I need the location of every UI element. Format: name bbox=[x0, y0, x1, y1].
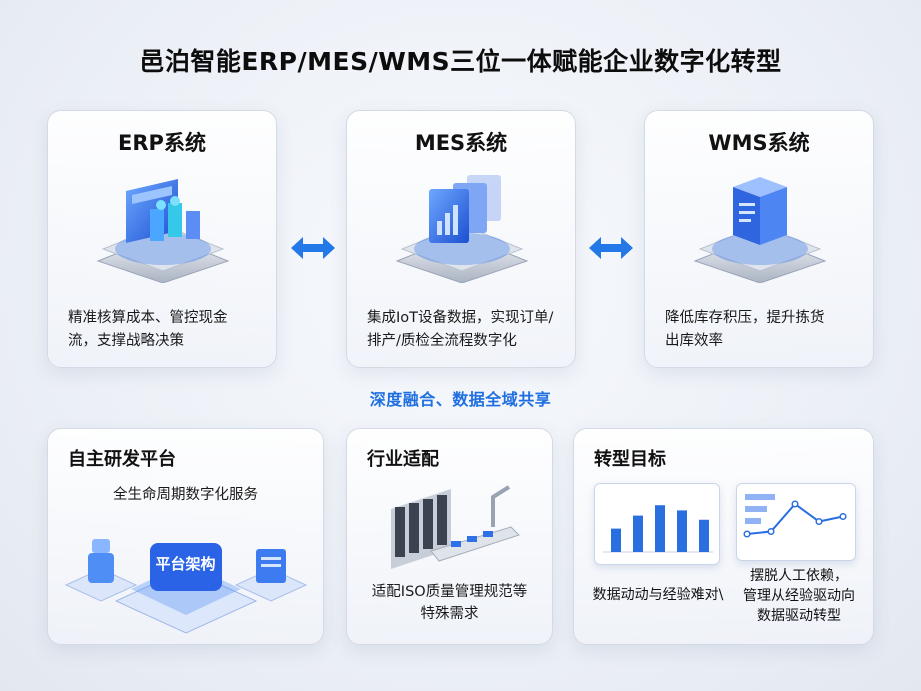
line-point bbox=[791, 500, 799, 508]
goal-card-title: 转型目标 bbox=[594, 449, 666, 470]
erp-desc-line2: 流，支撑战略决策 bbox=[68, 333, 184, 349]
wms-card: WMS系统 降低库存积压，提升拣货 出库效率 bbox=[644, 110, 874, 368]
page-title: 邑泊智能ERP/MES/WMS三位一体赋能企业数字化转型 bbox=[139, 47, 782, 76]
line-point bbox=[815, 517, 823, 526]
bar-mark bbox=[699, 519, 709, 552]
legend-bar-mark bbox=[745, 494, 775, 500]
goal-right-line2: 管理从经验驱动向 bbox=[743, 588, 855, 604]
industry-desc: 适配ISO质量管理规范等 特殊需求 bbox=[347, 581, 552, 625]
line-chart-card bbox=[736, 483, 856, 561]
bar-mark bbox=[655, 505, 665, 552]
industry-desc-line1: 适配ISO质量管理规范等 bbox=[371, 584, 528, 600]
goal-right-line1: 摆脱人工依赖， bbox=[750, 568, 848, 584]
goal-right-text: 摆脱人工依赖， 管理从经验驱动向 数据驱动转型 bbox=[734, 566, 864, 626]
platform-card: 自主研发平台 全生命周期数字化服务 平台架构 bbox=[47, 428, 324, 645]
erp-server-icon bbox=[96, 179, 230, 283]
wms-card-title: WMS系统 bbox=[708, 131, 810, 155]
erp-card-desc: 精准核算成本、管控现金 流，支撑战略决策 bbox=[68, 307, 260, 353]
integration-label: 深度融合、数据全域共享 bbox=[369, 390, 552, 409]
bar-mark bbox=[611, 528, 621, 552]
bar-mark bbox=[633, 515, 643, 552]
wms-desc-line2: 出库效率 bbox=[665, 333, 723, 349]
line-point bbox=[767, 527, 775, 536]
wms-card-desc: 降低库存积压，提升拣货 出库效率 bbox=[665, 307, 857, 353]
goal-right-line3: 数据驱动转型 bbox=[757, 608, 841, 624]
legend-bar-mark bbox=[745, 518, 761, 524]
double-arrow-icon bbox=[589, 237, 633, 259]
erp-desc-line1: 精准核算成本、管控现金 bbox=[68, 310, 228, 326]
line-point bbox=[743, 530, 751, 538]
mes-desc-line1: 集成IoT设备数据，实现订单/ bbox=[367, 310, 554, 326]
goal-left-text: 数据动动与经验难对\ bbox=[592, 587, 724, 603]
industry-card: 行业适配 适配ISO质量管理规范等 特殊需求 bbox=[346, 428, 553, 645]
goal-card: 转型目标 数据动动与经验难对\ 摆脱人工依赖， 管理从经验驱动向 数据驱动转型 bbox=[573, 428, 874, 645]
double-arrow-icon bbox=[291, 237, 335, 259]
bar-mark bbox=[677, 510, 687, 552]
erp-card: ERP系统 精准核算成本、管控现金 流，支撑战略决策 bbox=[47, 110, 277, 368]
mes-dashboard-icon bbox=[395, 175, 529, 283]
platform-card-title: 自主研发平台 bbox=[68, 449, 176, 470]
mes-card-title: MES系统 bbox=[414, 131, 508, 155]
industry-card-title: 行业适配 bbox=[367, 449, 439, 470]
mes-desc-line2: 排产/质检全流程数字化 bbox=[367, 333, 517, 349]
line-point bbox=[839, 512, 847, 521]
erp-card-title: ERP系统 bbox=[118, 131, 206, 155]
wms-desc-line1: 降低库存积压，提升拣货 bbox=[665, 310, 825, 326]
legend-bar-mark bbox=[745, 506, 767, 512]
bar-chart bbox=[603, 505, 713, 553]
mes-card-desc: 集成IoT设备数据，实现订单/ 排产/质检全流程数字化 bbox=[367, 307, 559, 353]
factory-machines-icon bbox=[391, 485, 520, 569]
line-chart bbox=[743, 494, 847, 538]
platform-architecture-icon bbox=[64, 539, 308, 634]
mes-card: MES系统 集成IoT设备数据，实现订单/ 排产/质检全流程数字化 bbox=[346, 110, 576, 368]
bar-chart-card bbox=[594, 483, 720, 565]
platform-center-label: 平台架构 bbox=[155, 555, 216, 573]
platform-subtitle: 全生命周期数字化服务 bbox=[113, 487, 258, 503]
industry-desc-line2: 特殊需求 bbox=[420, 606, 479, 622]
wms-storage-icon bbox=[693, 177, 827, 283]
